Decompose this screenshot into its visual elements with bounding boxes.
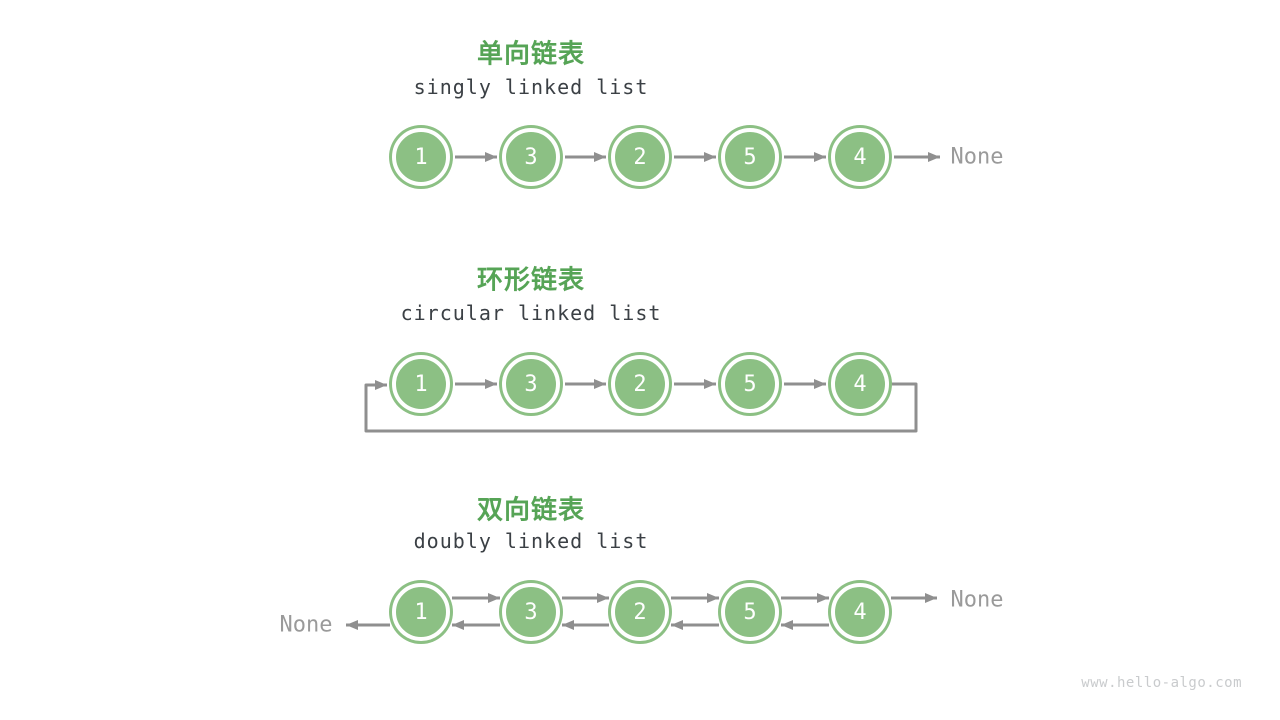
doubly-next-none-label: None xyxy=(950,587,1004,613)
doubly-arrows xyxy=(346,593,937,630)
singly-node-5: 4 xyxy=(831,128,889,186)
singly-title-zh: 单向链表 xyxy=(476,39,586,70)
circular-node-1: 1 xyxy=(392,355,450,413)
circular-loop-back-edge xyxy=(364,380,918,433)
circular-node-3: 2 xyxy=(611,355,669,413)
singly-title-en: singly linked list xyxy=(413,75,649,99)
singly-node-3: 2 xyxy=(611,128,669,186)
singly-node-4: 5 xyxy=(721,128,779,186)
doubly-title-en: doubly linked list xyxy=(413,529,649,553)
doubly-node-2: 3 xyxy=(502,583,560,641)
singly-node-1: 1 xyxy=(392,128,450,186)
doubly-node-4: 5 xyxy=(721,583,779,641)
circular-node-2: 3 xyxy=(502,355,560,413)
watermark: www.hello-algo.com xyxy=(1081,675,1242,691)
circular-title-zh: 环形链表 xyxy=(476,265,586,296)
circular-arrows xyxy=(364,379,918,433)
doubly-title-zh: 双向链表 xyxy=(476,495,586,526)
circular-node-4: 5 xyxy=(721,355,779,413)
circular-title-en: circular linked list xyxy=(400,301,662,325)
doubly-node-5: 4 xyxy=(831,583,889,641)
doubly-prev-none-label: None xyxy=(279,612,333,638)
doubly-node-3: 2 xyxy=(611,583,669,641)
singly-none-label: None xyxy=(950,144,1004,170)
singly-node-2: 3 xyxy=(502,128,560,186)
circular-node-5: 4 xyxy=(831,355,889,413)
doubly-node-1: 1 xyxy=(392,583,450,641)
